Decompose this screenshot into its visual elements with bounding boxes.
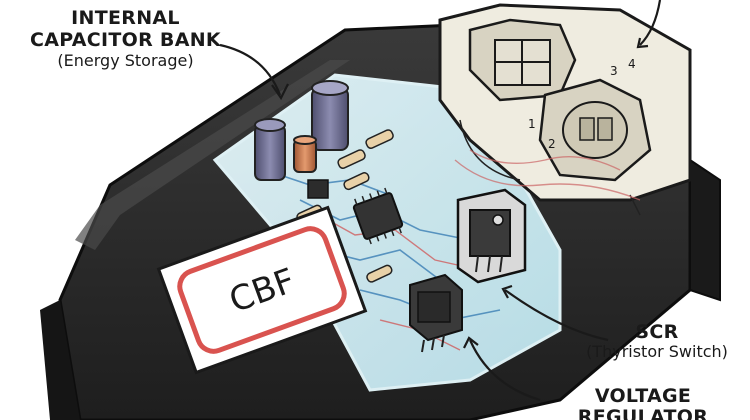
pin-number: 4 — [628, 57, 636, 71]
capacitor — [293, 135, 317, 173]
capacitor-bank-title-line1: INTERNAL — [71, 7, 180, 29]
scr-thyristor — [456, 188, 527, 284]
arrowhead — [636, 37, 649, 49]
voltage-regulator-component — [409, 273, 463, 353]
callout-arrows — [219, 0, 662, 402]
voltage-regulator-title-line1: VOLTAGE — [594, 385, 692, 407]
capacitor-bank — [254, 80, 349, 181]
capacitor-bank-title-line2: CAPACITOR BANK — [30, 29, 221, 52]
small-component — [307, 179, 329, 199]
connector-arrow — [639, 0, 662, 46]
arrowhead — [271, 83, 289, 101]
arrowhead — [463, 336, 479, 349]
capacitor — [311, 80, 349, 151]
capacitor-arrow — [219, 43, 282, 96]
scr-arrow — [504, 289, 609, 342]
voltage-regulator-callout: VOLTAGE REGULATOR — [548, 385, 738, 420]
label-plate: CBF — [156, 205, 368, 375]
scr-subtitle: (Thyristor Switch) — [586, 342, 728, 362]
scr-title: SCR — [635, 321, 679, 343]
wires — [454, 149, 641, 201]
ic-chip — [352, 187, 404, 245]
capacitor-bank-callout: INTERNAL CAPACITOR BANK (Energy Storage) — [18, 7, 233, 70]
voltage-regulator-title-line2: REGULATOR — [577, 406, 709, 420]
capacitor — [254, 118, 286, 181]
pin-number: 1 — [528, 117, 536, 131]
capacitor-bank-subtitle: (Energy Storage) — [57, 50, 194, 70]
voltage-regulator-arrow — [468, 339, 541, 402]
pin-number: 3 — [610, 64, 618, 78]
pin-number: 2 — [548, 137, 556, 151]
connector-housing: 1 2 3 4 — [438, 3, 692, 216]
connector-pin-labels: 1 2 3 4 — [528, 57, 636, 151]
arrowhead — [501, 284, 513, 299]
scr-callout: SCR (Thyristor Switch) — [572, 321, 742, 362]
